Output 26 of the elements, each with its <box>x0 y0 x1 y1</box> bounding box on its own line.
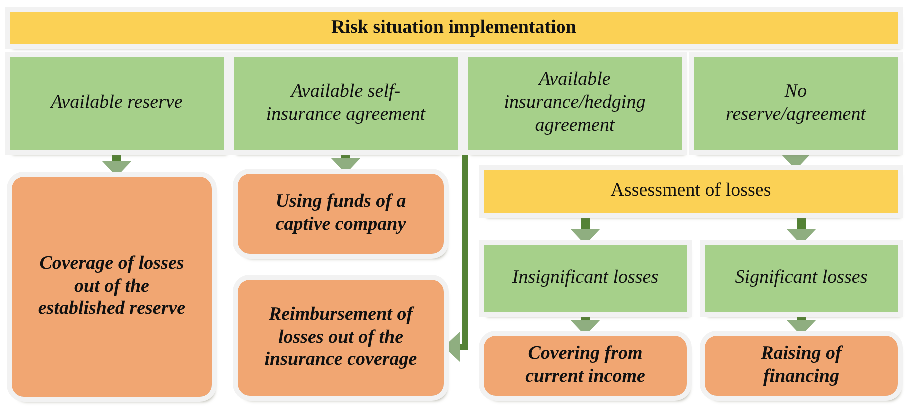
node-label: Reimbursement of losses out of the insurance coverage <box>264 304 418 372</box>
condition-box <box>484 245 687 312</box>
condition-box <box>468 57 682 150</box>
node-label: Available self-insurance agreement <box>265 80 427 126</box>
title-bar <box>10 12 898 44</box>
node-label: Using funds of a captive company <box>274 191 408 237</box>
node-label: No reserve/agreement <box>725 80 868 126</box>
node-label: Insignificant losses <box>512 267 659 290</box>
node-label: Covering from current income <box>524 343 646 389</box>
node-label: Significant losses <box>735 267 868 290</box>
action-box <box>238 280 444 396</box>
node-label: Assessment of losses <box>610 180 772 203</box>
node-label: Available insurance/hedging agreement <box>503 69 647 138</box>
node-label: Raising of financing <box>760 343 844 389</box>
action-box <box>484 336 687 396</box>
condition-box <box>10 57 224 150</box>
condition-box <box>705 245 898 312</box>
action-box <box>705 336 898 396</box>
condition-box <box>234 57 458 150</box>
process-box <box>484 170 898 213</box>
action-box <box>12 177 212 397</box>
node-label: Risk situation implementation <box>332 16 576 40</box>
node-label: Available reserve <box>51 92 183 115</box>
action-box <box>238 174 444 254</box>
node-label: Coverage of losses out of the established reserve <box>37 252 187 322</box>
condition-box <box>694 57 898 150</box>
